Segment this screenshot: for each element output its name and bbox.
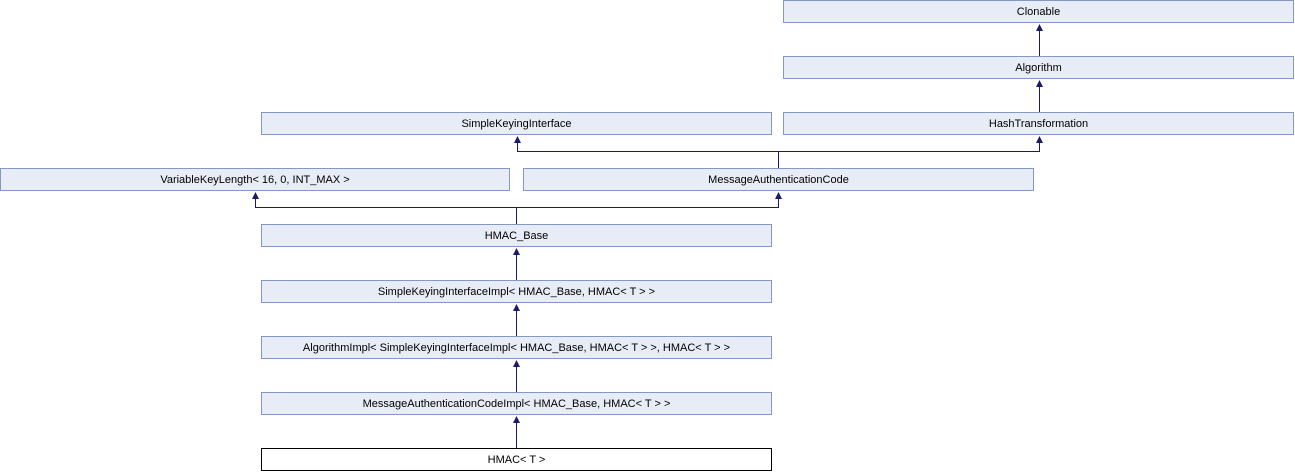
class-node-variablekeylength[interactable]: VariableKeyLength< 16, 0, INT_MAX > xyxy=(0,168,510,191)
class-node-algorithm[interactable]: Algorithm xyxy=(783,56,1294,79)
class-node-hmac-current: HMAC< T > xyxy=(261,448,772,471)
inheritance-edge-algorithm-clonable xyxy=(1036,24,1043,56)
class-node-messageauthenticationcode[interactable]: MessageAuthenticationCode xyxy=(523,168,1034,191)
inheritance-edge-skiimpl-hmacbase xyxy=(513,248,520,280)
class-node-hmac-base[interactable]: HMAC_Base xyxy=(261,224,772,247)
inheritance-edge-hashtransformation-algorithm xyxy=(1036,80,1043,112)
inheritance-edge-mac-ski-hash xyxy=(514,136,1043,168)
class-node-messageauthenticationcodeimpl[interactable]: MessageAuthenticationCodeImpl< HMAC_Base… xyxy=(261,392,772,415)
class-node-clonable[interactable]: Clonable xyxy=(783,0,1294,23)
class-node-algorithmimpl[interactable]: AlgorithmImpl< SimpleKeyingInterfaceImpl… xyxy=(261,336,772,359)
class-node-hashtransformation[interactable]: HashTransformation xyxy=(783,112,1294,135)
inheritance-edge-hmacbase-vkl-mac xyxy=(252,192,782,224)
class-node-simplekeyinginterface[interactable]: SimpleKeyingInterface xyxy=(261,112,772,135)
class-node-simplekeyinginterfaceimpl[interactable]: SimpleKeyingInterfaceImpl< HMAC_Base, HM… xyxy=(261,280,772,303)
inheritance-edge-algimpl-skiimpl xyxy=(513,304,520,336)
inheritance-edge-macimpl-algimpl xyxy=(513,360,520,392)
inheritance-edge-hmac-macimpl xyxy=(513,416,520,448)
